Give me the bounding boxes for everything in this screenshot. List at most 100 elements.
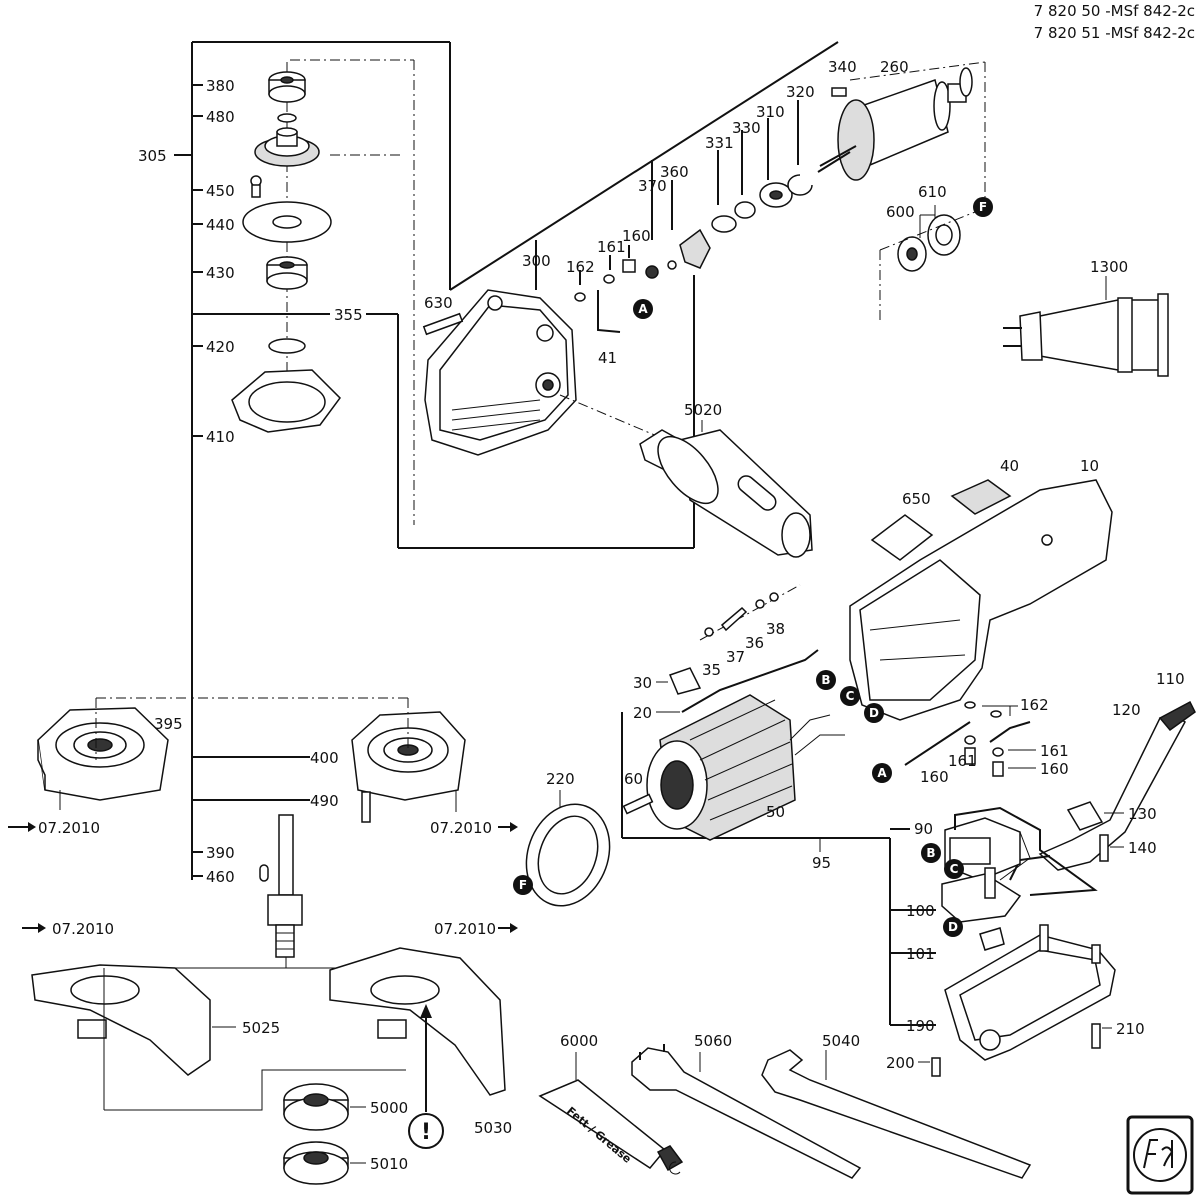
- label-161b: 161: [948, 752, 977, 770]
- badge-B1: B: [816, 670, 836, 690]
- wheel-guard-5030: [103, 947, 506, 1111]
- label-60: 60: [624, 770, 643, 788]
- label-20: 20: [633, 704, 652, 722]
- label-37: 37: [726, 648, 745, 666]
- label-162a: 162: [566, 258, 595, 276]
- label-120: 120: [1112, 701, 1141, 719]
- label-650: 650: [902, 490, 931, 508]
- svg-text:D: D: [948, 920, 958, 934]
- svg-text:A: A: [877, 766, 887, 780]
- svg-text:!: !: [421, 1120, 431, 1145]
- cable-clamp-parts: [904, 701, 1031, 777]
- label-5040: 5040: [822, 1032, 860, 1050]
- spindle: [259, 814, 303, 968]
- label-ref4: 07.2010: [434, 920, 496, 938]
- label-90: 90: [914, 820, 933, 838]
- label-610: 610: [918, 183, 947, 201]
- label-340: 340: [828, 58, 857, 76]
- label-5020: 5020: [684, 401, 722, 419]
- label-35: 35: [702, 661, 721, 679]
- bearing-600-group: [879, 205, 981, 320]
- badge-C2: C: [944, 859, 964, 879]
- label-490: 490: [310, 792, 339, 810]
- label-5030: 5030: [474, 1119, 512, 1137]
- label-200: 200: [886, 1054, 915, 1072]
- flange-5000: [283, 1083, 349, 1131]
- badge-F1: F: [973, 197, 993, 217]
- armature: [817, 61, 986, 200]
- badge-A2: A: [872, 763, 892, 783]
- label-6000: 6000: [560, 1032, 598, 1050]
- badge-F2: F: [513, 875, 533, 895]
- label-370: 370: [638, 177, 667, 195]
- label-5000: 5000: [370, 1099, 408, 1117]
- badge-D2: D: [943, 917, 963, 937]
- fein-logo-icon: [1126, 1115, 1194, 1195]
- label-38: 38: [766, 620, 785, 638]
- badge-D1: D: [864, 703, 884, 723]
- label-600: 600: [886, 203, 915, 221]
- label-101: 101: [906, 945, 935, 963]
- label-410: 410: [206, 428, 235, 446]
- label-310: 310: [756, 103, 785, 121]
- label-161a: 161: [597, 238, 626, 256]
- label-630: 630: [424, 294, 453, 312]
- label-210: 210: [1116, 1020, 1145, 1038]
- rear-cover: [944, 924, 1116, 1061]
- label-331: 331: [705, 134, 734, 152]
- label-95: 95: [812, 854, 831, 872]
- label-30: 30: [633, 674, 652, 692]
- flange-5010: [283, 1141, 349, 1185]
- label-162b: 162: [1020, 696, 1049, 714]
- bearing-flange-400: [192, 697, 466, 823]
- label-5060: 5060: [694, 1032, 732, 1050]
- label-50: 50: [766, 803, 785, 821]
- label-355: 355: [334, 306, 363, 324]
- label-10: 10: [1080, 457, 1099, 475]
- label-160b: 160: [920, 768, 949, 786]
- label-160c: 160: [1040, 760, 1069, 778]
- gear-housing: [422, 100, 813, 456]
- label-420: 420: [206, 338, 235, 356]
- side-handle: [639, 420, 813, 558]
- label-395: 395: [154, 715, 183, 733]
- svg-text:A: A: [638, 302, 648, 316]
- open-end-spanner: [761, 1049, 1032, 1179]
- label-36: 36: [745, 634, 764, 652]
- svg-text:C: C: [950, 862, 959, 876]
- label-220: 220: [546, 770, 575, 788]
- motor-housing: [849, 479, 1113, 721]
- label-100: 100: [906, 902, 935, 920]
- gear-head-assembly: [174, 41, 839, 880]
- label-ref1: 07.2010: [38, 819, 100, 837]
- label-430: 430: [206, 264, 235, 282]
- badge-A1: A: [633, 299, 653, 319]
- label-460: 460: [206, 868, 235, 886]
- svg-text:C: C: [846, 689, 855, 703]
- svg-text:F: F: [979, 200, 987, 214]
- badge-C1: C: [840, 686, 860, 706]
- label-41: 41: [598, 349, 617, 367]
- label-260: 260: [880, 58, 909, 76]
- label-130: 130: [1128, 805, 1157, 823]
- label-40: 40: [1000, 457, 1019, 475]
- label-140: 140: [1128, 839, 1157, 857]
- warning-symbol: !: [408, 1004, 444, 1149]
- label-360: 360: [660, 163, 689, 181]
- switch-rod-parts: [668, 584, 819, 713]
- label-390: 390: [206, 844, 235, 862]
- label-5025: 5025: [242, 1019, 280, 1037]
- badge-B2: B: [921, 843, 941, 863]
- label-161c: 161: [1040, 742, 1069, 760]
- label-ref2: 07.2010: [430, 819, 492, 837]
- label-190: 190: [906, 1017, 935, 1035]
- bearing-flange-395: [37, 697, 186, 801]
- svg-text:B: B: [821, 673, 830, 687]
- label-440: 440: [206, 216, 235, 234]
- ring-220: [525, 790, 611, 907]
- label-5010: 5010: [370, 1155, 408, 1173]
- svg-text:D: D: [869, 706, 879, 720]
- svg-text:B: B: [926, 846, 935, 860]
- label-300: 300: [522, 252, 551, 270]
